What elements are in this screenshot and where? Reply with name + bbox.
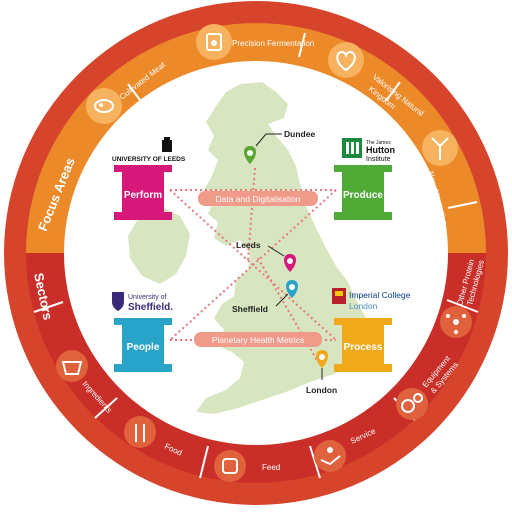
sector-item-other-protein: Other Protein Technologies [440,258,486,338]
logo-imperial-text: Imperial College [349,290,411,300]
pillar-produce-label: Produce [343,190,383,201]
pillar-people-label: People [127,342,160,353]
pillar-perform-label: Perform [124,190,162,201]
theme-band-top: Data and Digitalisation [198,191,318,206]
molecule-icon [446,314,466,334]
logo-university-of-sheffield: University of Sheffield. [112,292,173,313]
logo-hutton-big: Hutton [366,145,395,155]
logo-leeds-text: UNIVERSITY OF LEEDS [112,156,186,163]
gears-icon [401,393,423,413]
pillar-perform: Perform [114,165,172,220]
heart-leaf-icon [336,50,356,72]
theme-label-top: Data and Digitalisation [215,194,300,204]
theme-band-bottom: Planetary Health Metrics [194,332,322,347]
logo-imperial-college-london: Imperial College London [332,288,411,311]
logo-university-of-leeds: UNIVERSITY OF LEEDS [112,137,186,163]
logo-hutton-small: The James [366,140,391,146]
pin-leeds: Leeds [236,240,296,272]
basket-icon [61,361,83,375]
sector-item-feed: Feed [214,450,280,482]
cutlery-icon [135,424,145,442]
sector-label-feed: Feed [262,463,280,472]
pillar-process-label: Process [344,342,383,353]
logo-imperial-city: London [349,301,378,311]
meat-icon [94,99,114,113]
hand-icon [320,447,341,466]
city-sheffield-label: Sheffield [232,304,268,314]
pin-dundee: Dundee [244,129,315,164]
theme-label-bottom: Planetary Health Metrics [212,335,305,345]
focus-item-precision-fermentation: Precision Fermentation [196,24,314,60]
logo-sheffield-small: University of [128,294,167,301]
ireland-map [128,208,190,284]
uk-map [196,82,376,414]
city-london-label: London [306,385,337,395]
pin-sheffield: Sheffield [232,280,298,314]
pillar-process: Process [334,318,392,372]
pin-london: London [306,350,337,395]
city-leeds-label: Leeds [236,240,261,250]
feed-sack-icon [222,458,238,474]
branching-arrows-icon [431,137,449,160]
pillar-produce: Produce [334,165,392,220]
pillar-people: People [114,318,172,372]
focus-label-precision-fermentation: Precision Fermentation [232,39,314,48]
logo-sheffield-big: Sheffield. [128,302,173,313]
logo-james-hutton-institute: The James Hutton Institute [342,138,395,163]
focus-item-new-alternative-food: New Alternative Food Production System [406,130,458,231]
logo-hutton-inst: Institute [366,156,391,163]
city-dundee-label: Dundee [284,129,315,139]
bioreactor-icon [206,33,222,51]
